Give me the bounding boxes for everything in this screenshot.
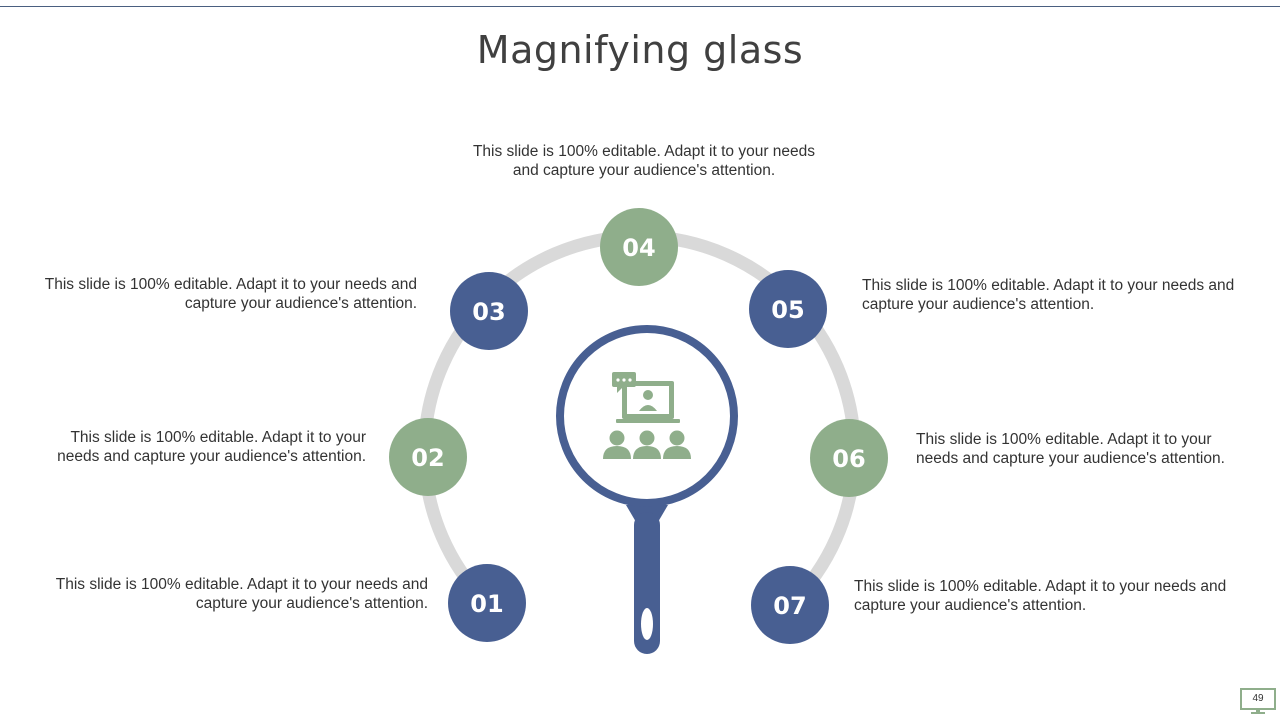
slide-title: Magnifying glass [476, 28, 804, 72]
description-line: capture your audience's attention. [184, 295, 417, 312]
step-description-01: This slide is 100% editable. Adapt it to… [28, 575, 428, 613]
step-description-02: This slide is 100% editable. Adapt it to… [30, 428, 366, 466]
monitor-icon [1240, 688, 1276, 714]
handle-highlight [641, 608, 653, 640]
page-number: 49 [1252, 693, 1264, 704]
description-line: and capture your audience's attention. [512, 162, 776, 179]
step-node-07: 07 [751, 566, 829, 644]
description-line: This slide is 100% editable. Adapt it to… [472, 143, 816, 160]
step-number: 04 [622, 234, 655, 262]
step-node-04: 04 [600, 208, 678, 286]
description-line: capture your audience's attention. [862, 296, 1095, 313]
top-border-line [0, 6, 1280, 7]
description-line: needs and capture your audience's attent… [916, 450, 1225, 467]
description-line: This slide is 100% editable. Adapt it to… [916, 431, 1212, 448]
step-number: 07 [773, 592, 806, 620]
step-number: 05 [771, 296, 804, 324]
step-number: 01 [470, 590, 503, 618]
description-line: This slide is 100% editable. Adapt it to… [862, 277, 1235, 294]
step-node-02: 02 [389, 418, 467, 496]
step-description-07: This slide is 100% editable. Adapt it to… [854, 577, 1264, 615]
description-line: This slide is 100% editable. Adapt it to… [55, 576, 428, 593]
description-line: capture your audience's attention. [195, 595, 428, 612]
step-node-01: 01 [448, 564, 526, 642]
magnifying-glass [556, 325, 738, 654]
online-presentation-audience-icon [603, 372, 691, 459]
description-line: This slide is 100% editable. Adapt it to… [70, 429, 366, 446]
step-number: 02 [411, 444, 444, 472]
step-number: 03 [472, 298, 505, 326]
step-node-06: 06 [810, 419, 888, 497]
description-line: This slide is 100% editable. Adapt it to… [854, 578, 1227, 595]
step-node-03: 03 [450, 272, 528, 350]
description-line: This slide is 100% editable. Adapt it to… [44, 276, 417, 293]
step-description-03: This slide is 100% editable. Adapt it to… [16, 275, 417, 313]
step-description-06: This slide is 100% editable. Adapt it to… [916, 430, 1266, 468]
glass-handle [634, 512, 660, 654]
step-number: 06 [832, 445, 865, 473]
step-description-05: This slide is 100% editable. Adapt it to… [862, 276, 1262, 314]
description-line: needs and capture your audience's attent… [57, 448, 366, 465]
description-line: capture your audience's attention. [854, 597, 1087, 614]
step-description-04: This slide is 100% editable. Adapt it to… [444, 142, 844, 180]
step-node-05: 05 [749, 270, 827, 348]
